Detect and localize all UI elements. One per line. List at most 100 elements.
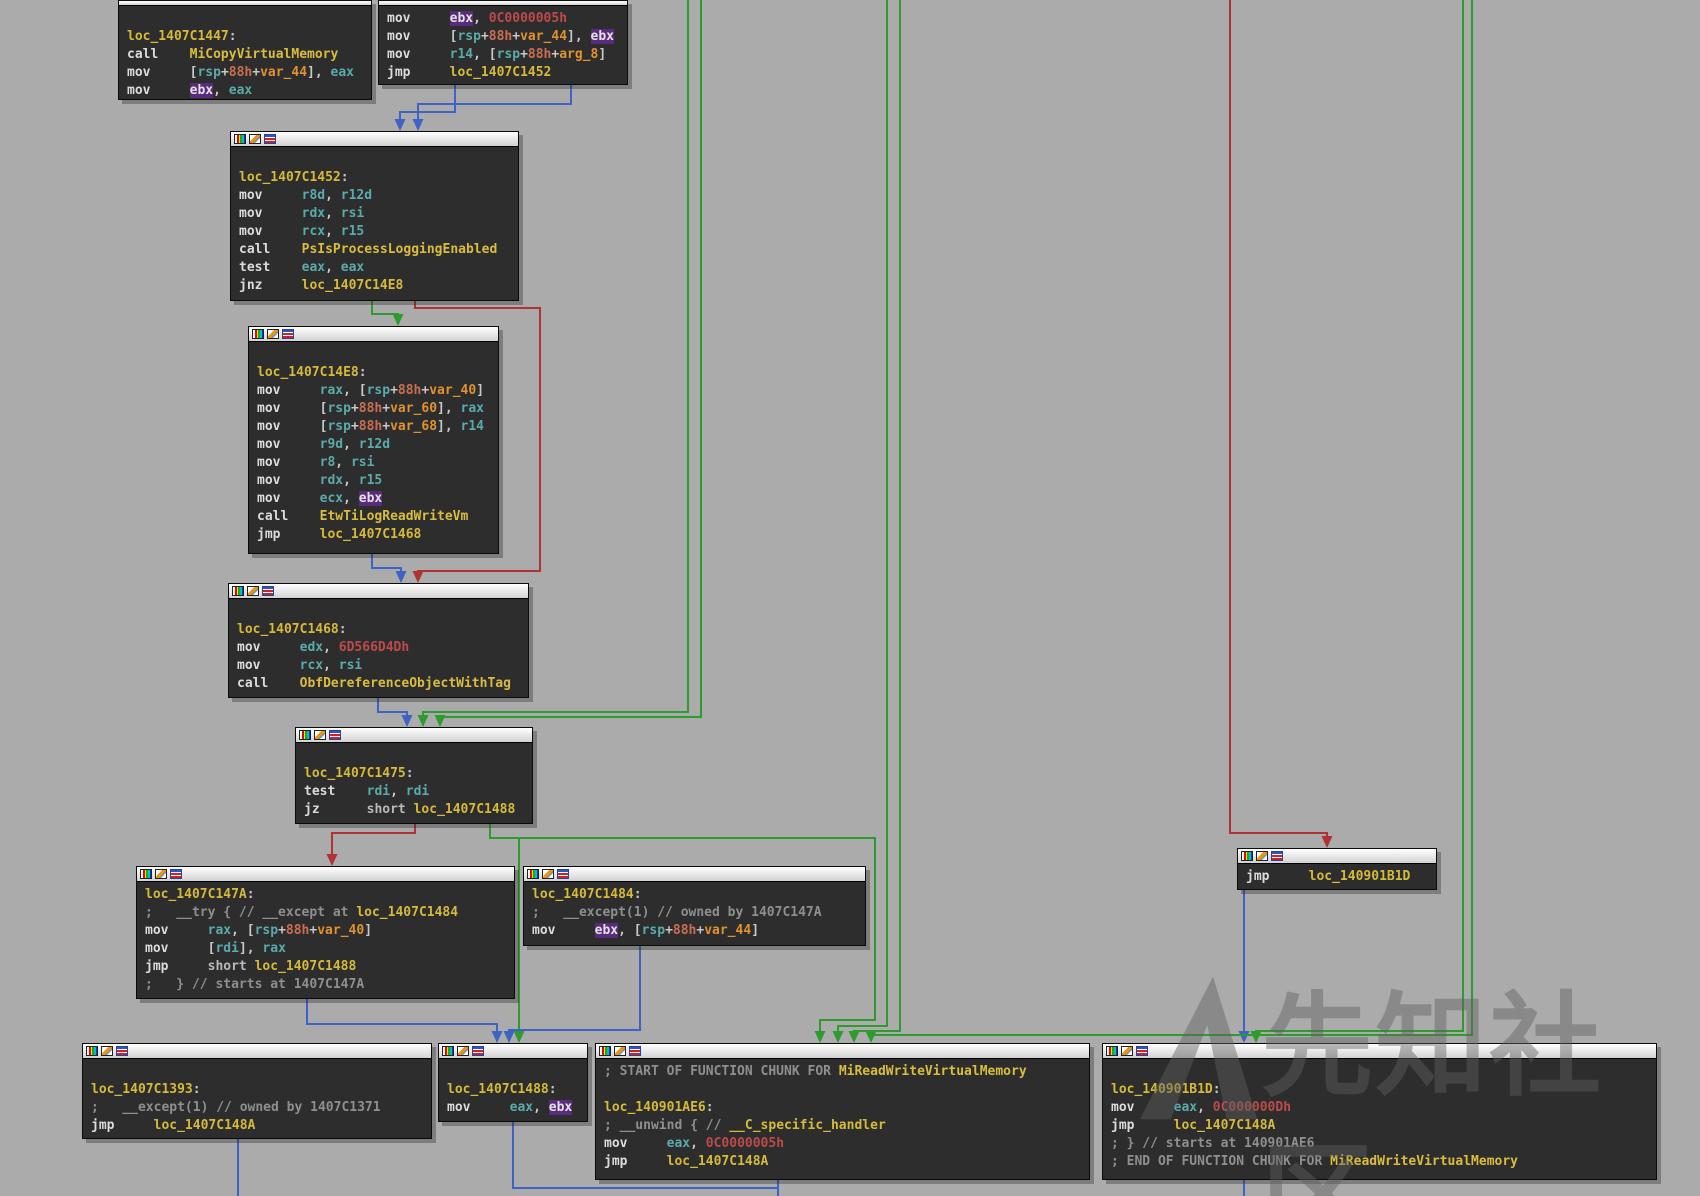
node-graph-icon[interactable] xyxy=(1136,1046,1148,1056)
flow-edge-blue xyxy=(512,1122,778,1189)
node-edit-icon[interactable] xyxy=(457,1046,469,1056)
node-titlebar[interactable] xyxy=(524,867,865,882)
asm-line: call ObfDereferenceObjectWithTag xyxy=(237,676,511,691)
asm-line: mov eax, ebx xyxy=(447,1100,573,1115)
node-color-icon[interactable] xyxy=(252,329,264,339)
asm-line: loc_1407C1393: xyxy=(91,1082,201,1097)
node-graph-icon[interactable] xyxy=(262,586,274,596)
asm-line: mov eax, 0C0000005h xyxy=(604,1136,785,1151)
asm-line: ; START OF FUNCTION CHUNK FOR MiReadWrit… xyxy=(604,1064,1027,1079)
node-titlebar[interactable] xyxy=(439,1044,587,1059)
node-disassembly: jmp loc_140901B1D xyxy=(1238,864,1436,886)
asm-line: jmp loc_1407C1468 xyxy=(257,527,422,542)
node-color-icon[interactable] xyxy=(442,1046,454,1056)
node-color-icon[interactable] xyxy=(1106,1046,1118,1056)
edge-arrowhead xyxy=(401,715,413,727)
node-titlebar[interactable] xyxy=(249,327,498,342)
asm-line: loc_140901B1D: xyxy=(1111,1082,1221,1097)
graph-node-loc_1407C1484[interactable]: loc_1407C1484:; __except(1) // owned by … xyxy=(523,866,866,946)
graph-node-loc_1407C147A[interactable]: loc_1407C147A:; __try { // __except at l… xyxy=(136,866,515,999)
asm-line: ; END OF FUNCTION CHUNK FOR MiReadWriteV… xyxy=(1111,1154,1518,1169)
asm-line: mov r14, [rsp+88h+arg_8] xyxy=(387,47,607,62)
node-titlebar[interactable] xyxy=(1103,1044,1656,1059)
asm-line: call PsIsProcessLoggingEnabled xyxy=(239,242,498,257)
asm-line: mov rax, [rsp+88h+var_40] xyxy=(145,923,373,938)
node-graph-icon[interactable] xyxy=(264,134,276,144)
node-titlebar[interactable] xyxy=(1238,849,1436,864)
asm-line: loc_1407C1484: xyxy=(532,887,642,902)
asm-line: mov r9d, r12d xyxy=(257,437,391,452)
node-titlebar[interactable] xyxy=(119,1,371,6)
flow-edge-blue xyxy=(417,85,572,128)
edge-arrowhead xyxy=(326,854,338,866)
node-graph-icon[interactable] xyxy=(472,1046,484,1056)
node-color-icon[interactable] xyxy=(232,586,244,596)
node-titlebar[interactable] xyxy=(596,1044,1089,1059)
node-edit-icon[interactable] xyxy=(614,1046,626,1056)
edge-arrowhead xyxy=(394,119,406,131)
node-graph-icon[interactable] xyxy=(116,1046,128,1056)
node-edit-icon[interactable] xyxy=(1256,851,1268,861)
asm-line xyxy=(127,10,363,28)
asm-line: mov ebx, eax xyxy=(127,83,253,98)
node-titlebar[interactable] xyxy=(231,132,518,147)
asm-line: mov r8d, r12d xyxy=(239,188,373,203)
node-edit-icon[interactable] xyxy=(1121,1046,1133,1056)
node-graph-icon[interactable] xyxy=(557,869,569,879)
node-color-icon[interactable] xyxy=(1241,851,1253,861)
node-color-icon[interactable] xyxy=(599,1046,611,1056)
asm-line xyxy=(304,747,524,765)
node-color-icon[interactable] xyxy=(140,869,152,879)
node-graph-icon[interactable] xyxy=(629,1046,641,1056)
node-titlebar[interactable] xyxy=(137,867,514,882)
edge-arrowhead xyxy=(417,715,429,727)
asm-line: mov r8, rsi xyxy=(257,455,375,470)
node-titlebar[interactable] xyxy=(296,728,532,743)
flow-edge-red xyxy=(1229,0,1328,845)
node-graph-icon[interactable] xyxy=(170,869,182,879)
asm-line: mov rax, [rsp+88h+var_40] xyxy=(257,383,485,398)
node-titlebar[interactable] xyxy=(379,1,627,6)
node-color-icon[interactable] xyxy=(527,869,539,879)
graph-node-jmp-loc_140901B1D[interactable]: jmp loc_140901B1D xyxy=(1237,848,1437,890)
node-edit-icon[interactable] xyxy=(101,1046,113,1056)
asm-line xyxy=(237,603,520,621)
asm-line: mov [rsp+88h+var_60], rax xyxy=(257,401,485,416)
asm-line: loc_1407C1475: xyxy=(304,766,414,781)
graph-node-loc_1407C1393[interactable]: loc_1407C1393:; __except(1) // owned by … xyxy=(82,1043,432,1139)
graph-node-loc_140901AE6[interactable]: ; START OF FUNCTION CHUNK FOR MiReadWrit… xyxy=(595,1043,1090,1180)
node-edit-icon[interactable] xyxy=(314,730,326,740)
node-titlebar[interactable] xyxy=(83,1044,431,1059)
node-color-icon[interactable] xyxy=(234,134,246,144)
node-edit-icon[interactable] xyxy=(155,869,167,879)
edge-arrowhead xyxy=(503,1031,515,1043)
node-edit-icon[interactable] xyxy=(249,134,261,144)
edge-arrowhead xyxy=(412,571,424,583)
node-graph-icon[interactable] xyxy=(329,730,341,740)
graph-node-loc_1407C1488[interactable]: loc_1407C1488:mov eax, ebx xyxy=(438,1043,588,1122)
node-disassembly: ; START OF FUNCTION CHUNK FOR MiReadWrit… xyxy=(596,1059,1089,1171)
asm-line: mov edx, 6D566D4Dh xyxy=(237,640,410,655)
node-titlebar[interactable] xyxy=(229,584,528,599)
graph-node-loc_1407C14E8[interactable]: loc_1407C14E8:mov rax, [rsp+88h+var_40]m… xyxy=(248,326,499,554)
node-color-icon[interactable] xyxy=(299,730,311,740)
node-edit-icon[interactable] xyxy=(247,586,259,596)
node-edit-icon[interactable] xyxy=(267,329,279,339)
node-graph-icon[interactable] xyxy=(282,329,294,339)
asm-line: jmp short loc_1407C1488 xyxy=(145,959,357,974)
node-graph-icon[interactable] xyxy=(1271,851,1283,861)
asm-line: mov ecx, ebx xyxy=(257,491,383,506)
node-color-icon[interactable] xyxy=(86,1046,98,1056)
node-edit-icon[interactable] xyxy=(542,869,554,879)
